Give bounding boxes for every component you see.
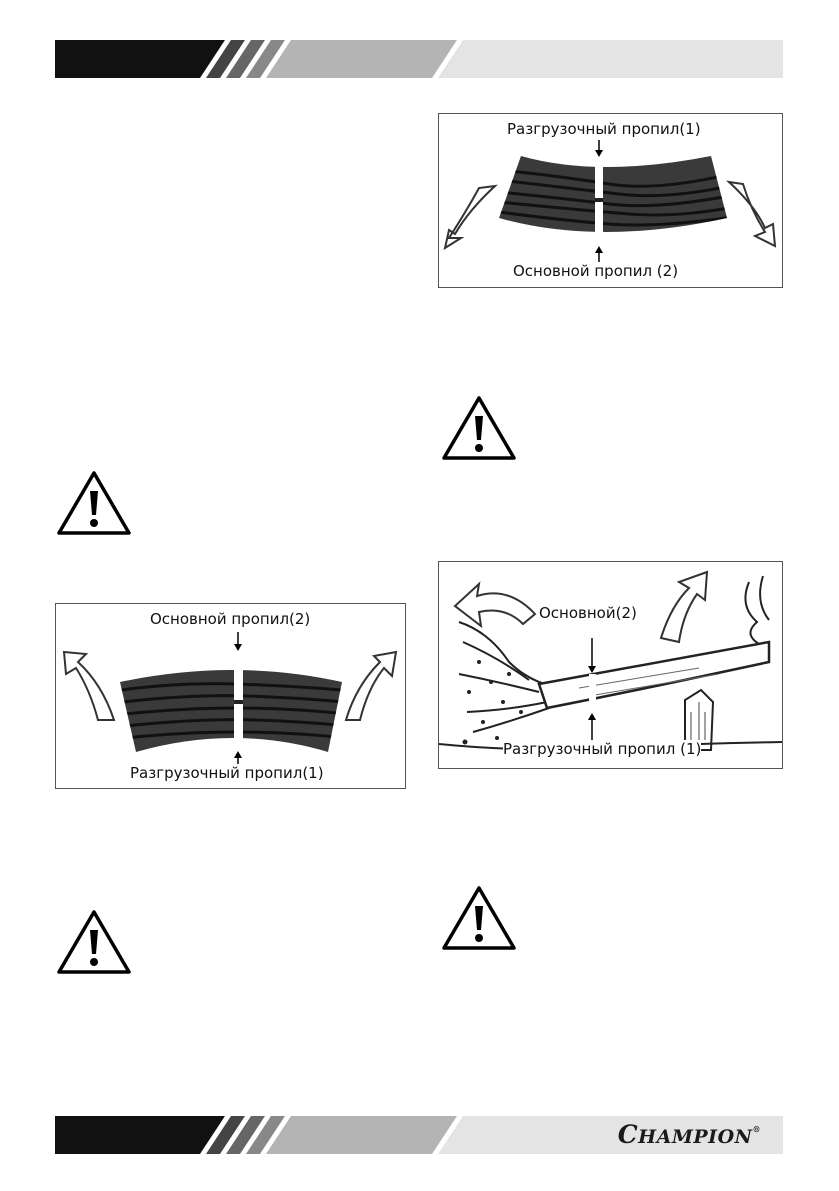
figure-label-main-cut: Основной пропил (2)	[513, 262, 679, 280]
header-band	[55, 40, 783, 78]
figure-label-main-cut: Основной пропил(2)	[150, 610, 311, 628]
figure-label-relief-cut: Разгрузочный пропил(1)	[130, 764, 324, 782]
footer-band: CHAMPION®	[55, 1116, 783, 1154]
figure-label-main-cut: Основной(2)	[539, 604, 637, 622]
figure-label-relief-cut: Разгрузочный пропил(1)	[507, 120, 701, 138]
brand-name: HAMPION	[638, 1126, 753, 1148]
header-stripe-graphic	[55, 40, 783, 78]
registered-mark: ®	[752, 1124, 761, 1134]
footer-stripe-graphic	[55, 1116, 783, 1154]
brand-logo: CHAMPION®	[618, 1120, 761, 1149]
warning-icon	[440, 884, 518, 952]
warning-icon	[440, 394, 518, 462]
warning-icon	[55, 908, 133, 976]
figure-cut-fallen-tree: Основной(2) Разгрузочный пропил (1)	[438, 561, 783, 769]
brand-initial: C	[617, 1120, 639, 1149]
figure-cut-supported-middle: Основной пропил(2) Разгрузочный пропил(1…	[55, 603, 406, 789]
warning-icon	[55, 469, 133, 537]
figure-label-relief-cut: Разгрузочный пропил (1)	[503, 740, 702, 758]
figure-cut-supported-ends: Разгрузочный пропил(1) Основной пропил (…	[438, 113, 783, 288]
